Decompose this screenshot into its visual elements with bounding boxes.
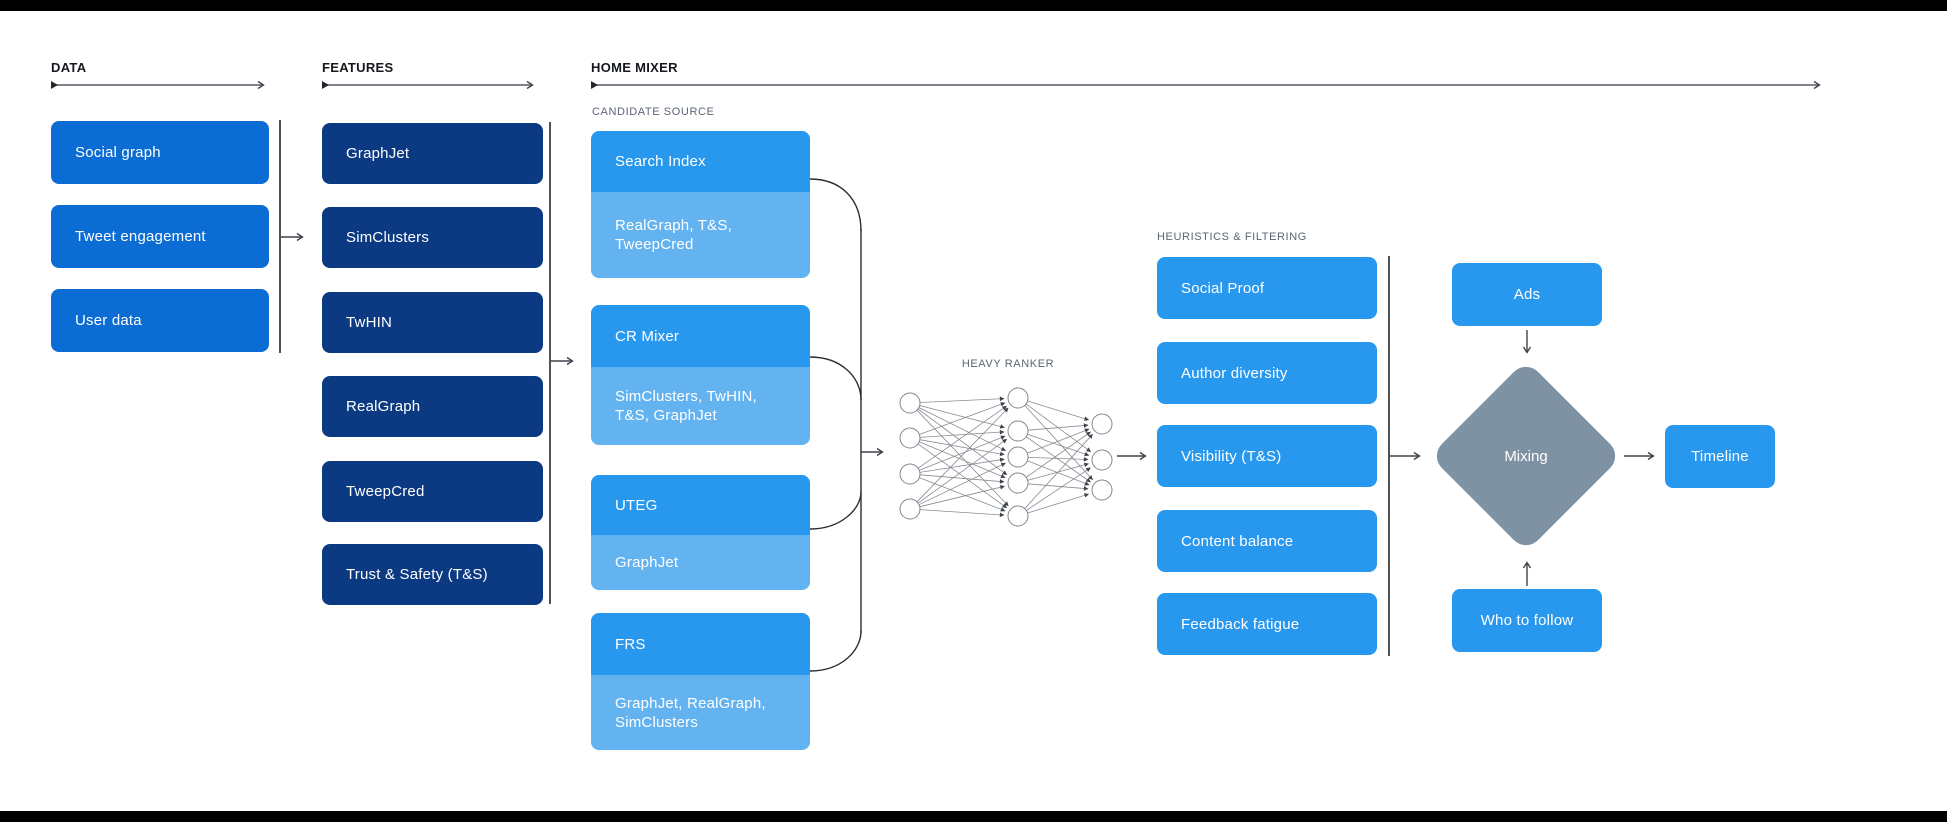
- candidate-feature-list: SimClusters, TwHIN, T&S, GraphJet: [591, 367, 810, 445]
- candidate-group-search-index: Search Index RealGraph, T&S, TweepCred: [591, 131, 810, 278]
- candidate-group-cr-mixer: CR Mixer SimClusters, TwHIN, T&S, GraphJ…: [591, 305, 810, 445]
- data-box-tweet-engagement: Tweet engagement: [51, 205, 269, 268]
- feature-box-trust-safety: Trust & Safety (T&S): [322, 544, 543, 605]
- neural-network-node: [899, 463, 921, 485]
- neural-network-node: [899, 498, 921, 520]
- neural-network-node: [1007, 472, 1029, 494]
- neural-network-node: [1007, 505, 1029, 527]
- who-to-follow-box: Who to follow: [1452, 589, 1602, 652]
- neural-network-node: [899, 427, 921, 449]
- candidate-group-frs: FRS GraphJet, RealGraph, SimClusters: [591, 613, 810, 750]
- heuristics-heading: HEURISTICS & FILTERING: [1157, 231, 1307, 243]
- heuristic-box-content-balance: Content balance: [1157, 510, 1377, 572]
- feature-box-graphjet: GraphJet: [322, 123, 543, 184]
- candidate-feature-list: GraphJet: [591, 535, 810, 590]
- candidate-feature-list: GraphJet, RealGraph, SimClusters: [591, 675, 810, 750]
- neural-network-node: [1007, 420, 1029, 442]
- candidate-group-uteg: UTEG GraphJet: [591, 475, 810, 590]
- features-section-heading: FEATURES: [322, 60, 394, 75]
- mixing-diamond-label: Mixing: [1504, 447, 1548, 465]
- heuristic-box-visibility: Visibility (T&S): [1157, 425, 1377, 487]
- neural-network-node: [1091, 413, 1113, 435]
- feature-box-realgraph: RealGraph: [322, 376, 543, 437]
- neural-network-node: [1007, 387, 1029, 409]
- neural-network-node: [1091, 449, 1113, 471]
- candidate-title: UTEG: [591, 475, 810, 535]
- neural-network-node: [1091, 479, 1113, 501]
- heavy-ranker-heading: HEAVY RANKER: [961, 358, 1055, 370]
- separator-lines: [279, 120, 1390, 656]
- candidate-title: Search Index: [591, 131, 810, 192]
- mixing-diamond: Mixing: [1429, 359, 1623, 553]
- top-letterbox-bar: [0, 0, 1947, 11]
- neural-network-node: [1007, 446, 1029, 468]
- neural-network: [899, 387, 1113, 527]
- feature-box-tweepcred: TweepCred: [322, 461, 543, 522]
- ads-box: Ads: [1452, 263, 1602, 326]
- candidate-title: FRS: [591, 613, 810, 675]
- heuristic-box-author-diversity: Author diversity: [1157, 342, 1377, 404]
- heuristic-box-feedback-fatigue: Feedback fatigue: [1157, 593, 1377, 655]
- data-box-social-graph: Social graph: [51, 121, 269, 184]
- data-box-user-data: User data: [51, 289, 269, 352]
- candidate-feature-list: RealGraph, T&S, TweepCred: [591, 192, 810, 278]
- bottom-letterbox-bar: [0, 811, 1947, 822]
- neural-network-node: [899, 392, 921, 414]
- candidate-title: CR Mixer: [591, 305, 810, 367]
- data-section-heading: DATA: [51, 60, 87, 75]
- home-mixer-section-heading: HOME MIXER: [591, 60, 678, 75]
- candidate-source-heading: CANDIDATE SOURCE: [592, 106, 715, 118]
- feature-box-twhin: TwHIN: [322, 292, 543, 353]
- timeline-box: Timeline: [1665, 425, 1775, 488]
- section-arrow-start-markers: [51, 81, 598, 89]
- heuristic-box-social-proof: Social Proof: [1157, 257, 1377, 319]
- feature-box-simclusters: SimClusters: [322, 207, 543, 268]
- flow-arrows: [281, 232, 1655, 586]
- candidate-junction-curves: [809, 178, 862, 672]
